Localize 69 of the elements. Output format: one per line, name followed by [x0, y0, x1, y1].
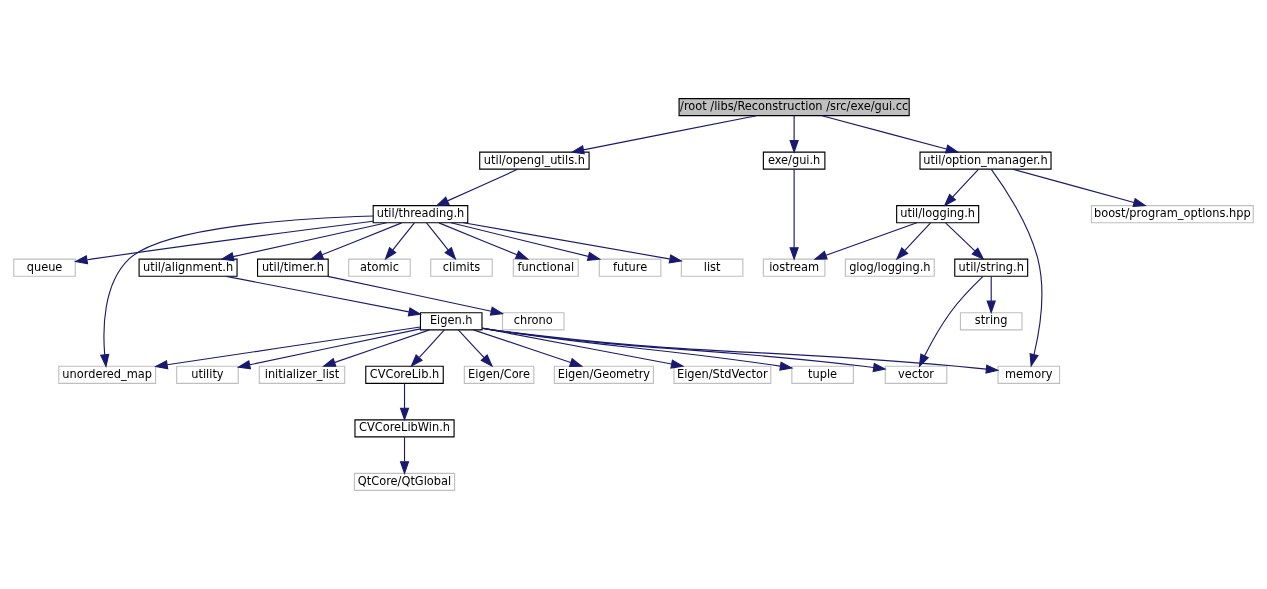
node-box: Eigen/Core [463, 365, 535, 384]
arrow [322, 329, 431, 367]
node-box: util/opengl_utils.h [479, 151, 590, 170]
node-box: boost/program_options.hpp [1090, 205, 1254, 224]
node-box: util/option_manager.h [919, 151, 1052, 170]
node-box: vector [884, 365, 948, 384]
arrow [481, 327, 1000, 374]
node-box: QtCore/QtGlobal [353, 472, 456, 491]
node-box: list [680, 258, 744, 277]
node-box: CVCoreLibWin.h [354, 419, 455, 438]
node-box: memory [997, 365, 1061, 384]
node-box: util/string.h [954, 258, 1029, 277]
arrow [462, 222, 683, 264]
arrow [789, 115, 799, 154]
arrow [789, 168, 799, 261]
arrow [384, 222, 415, 261]
arrow [481, 327, 887, 373]
arrow [895, 222, 932, 261]
arrow [450, 222, 602, 261]
arrow [73, 220, 374, 265]
node-box: Eigen/StdVector [673, 365, 772, 384]
arrow [481, 327, 794, 371]
arrow [438, 222, 530, 260]
arrow [986, 275, 996, 315]
node-box: glog/logging.h [844, 258, 935, 277]
node-box: initializer_list [258, 365, 346, 384]
node-box: queue [13, 258, 76, 277]
arrow [399, 382, 410, 422]
node-box: iostream [762, 258, 826, 277]
node-box: exe/gui.h [762, 151, 826, 170]
node-box: /root /libs/Reconstruction /src/exe/gui.cc [678, 98, 910, 117]
node-box: unordered_map [58, 365, 157, 384]
node-box: climits [430, 258, 493, 277]
arrow [425, 222, 457, 261]
arrow [99, 215, 374, 368]
arrow [472, 329, 584, 367]
arrow [225, 275, 422, 317]
arrow [399, 436, 410, 475]
node-box: tuple [791, 365, 854, 384]
arrow [327, 275, 505, 316]
node-box: chrono [501, 312, 565, 331]
arrow [990, 168, 1043, 368]
arrow [481, 327, 685, 369]
arrow [220, 222, 388, 262]
arrow [945, 222, 985, 261]
arrow [1012, 168, 1147, 208]
arrow [154, 326, 421, 370]
node-box: string [959, 312, 1023, 331]
arrow [813, 222, 918, 260]
arrow [918, 275, 984, 368]
node-box: util/threading.h [372, 205, 469, 224]
node-box: util/timer.h [257, 258, 329, 277]
arrow [236, 328, 421, 370]
node-box: atomic [348, 258, 411, 277]
arrow [943, 168, 980, 207]
node-box: CVCoreLib.h [365, 365, 444, 384]
arrow [435, 168, 519, 207]
node-box: Eigen.h [419, 312, 483, 331]
node-box: util/logging.h [896, 205, 980, 224]
node-box: utility [176, 365, 239, 384]
arrow [309, 222, 403, 260]
arrow [821, 115, 960, 154]
node-box: util/alignment.h [138, 258, 238, 277]
arrow [410, 329, 445, 368]
node-box: Eigen/Geometry [553, 365, 654, 384]
arrow [570, 115, 757, 155]
node-box: future [598, 258, 662, 277]
arrow [457, 329, 494, 368]
node-box: functional [512, 258, 579, 277]
